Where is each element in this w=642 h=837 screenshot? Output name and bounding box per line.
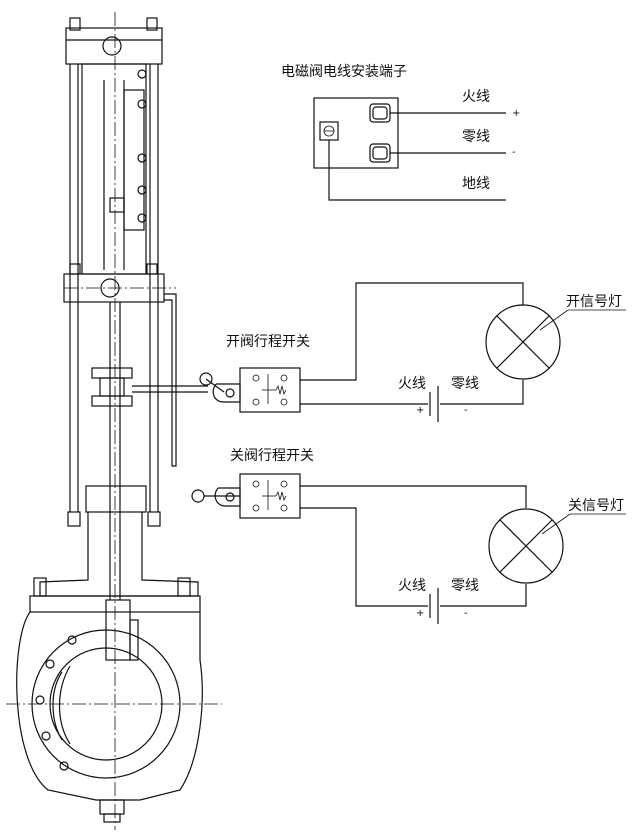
terminal-live-label: 火线 — [462, 89, 490, 105]
solenoid-terminal-block — [313, 97, 506, 201]
open-limit-switch — [199, 367, 301, 413]
valve-actuator — [6, 12, 222, 830]
terminal-neutral-label: 零线 — [462, 129, 490, 145]
open-signal-circuit — [300, 282, 626, 422]
close-live-label: 火线 — [398, 578, 426, 594]
terminal-minus-sign: - — [512, 147, 516, 158]
open-live-label: 火线 — [398, 376, 426, 392]
close-neutral-label: 零线 — [451, 578, 479, 594]
terminal-plus-sign: + — [512, 108, 521, 119]
terminal-title: 电磁阀电线安装端子 — [281, 64, 407, 80]
open-switch-label: 开阀行程开关 — [226, 334, 310, 350]
open-lamp-label: 开信号灯 — [566, 294, 622, 310]
close-limit-switch — [191, 473, 301, 519]
close-lamp-label: 关信号灯 — [568, 498, 624, 514]
terminal-ground-label: 地线 — [462, 176, 490, 192]
open-plus-sign: + — [416, 405, 425, 416]
close-minus-sign: - — [464, 608, 468, 619]
close-plus-sign: + — [416, 608, 425, 619]
open-neutral-label: 零线 — [451, 376, 479, 392]
close-signal-circuit — [300, 485, 626, 624]
open-minus-sign: - — [464, 405, 468, 416]
close-switch-label: 关阀行程开关 — [230, 448, 314, 464]
